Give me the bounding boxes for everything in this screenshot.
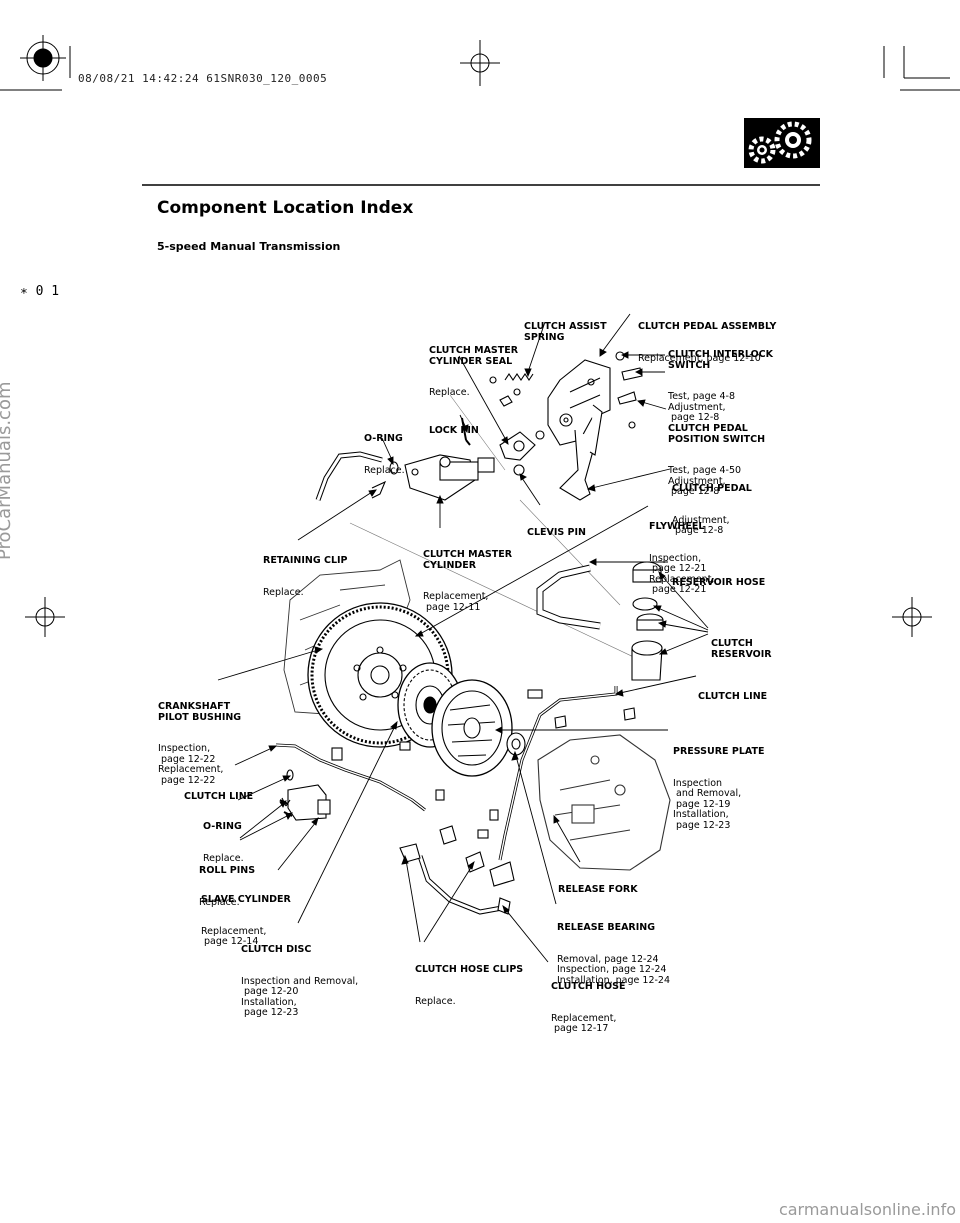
- registration-mark-top-right: [883, 46, 960, 91]
- label-crankshaft-pilot-bushing: CRANKSHAFT PILOT BUSHING Inspection, pag…: [158, 701, 242, 786]
- clutch-pedal-assembly-part: [489, 351, 643, 501]
- slave-cylinder-part: [281, 784, 331, 821]
- label-pressure-plate: PRESSURE PLATE Inspection and Removal, p…: [673, 746, 765, 831]
- transmission-housing-part: [537, 734, 671, 871]
- label-clutch-master-cylinder-seal: CLUTCH MASTER CYLINDER SEAL Replace.: [429, 345, 519, 398]
- label-clutch-interlock-switch: CLUTCH INTERLOCK SWITCH Test, page 4-8 A…: [668, 349, 774, 423]
- label-clutch-hose-clips: CLUTCH HOSE CLIPS Replace.: [415, 964, 524, 1007]
- registration-mark-right-middle: [892, 597, 932, 637]
- side-watermark: ProCarManuals.com: [0, 381, 15, 560]
- label-clutch-assist-spring: CLUTCH ASSIST SPRING: [524, 321, 607, 343]
- label-clutch-reservoir: CLUTCH RESERVOIR: [711, 638, 772, 660]
- label-clutch-line-left: CLUTCH LINE: [184, 791, 254, 802]
- label-clutch-master-cylinder: CLUTCH MASTER CYLINDER Replacement, page…: [423, 549, 513, 613]
- clutch-assist-spring-part: [504, 373, 534, 381]
- label-flywheel: FLYWHEEL Inspection, page 12-21 Replacem…: [649, 521, 715, 595]
- registration-mark-left-middle: [25, 597, 65, 637]
- exploded-diagram: [275, 351, 671, 915]
- label-o-ring-bottom: O-RING Replace.: [203, 821, 244, 864]
- label-lock-pin: LOCK PIN: [429, 425, 479, 436]
- label-slave-cylinder: SLAVE CYLINDER Replacement, page 12-14: [201, 894, 291, 947]
- label-clutch-pedal: CLUTCH PEDAL Adjustment, page 12-8: [672, 483, 752, 536]
- label-clevis-pin: CLEVIS PIN: [527, 527, 586, 538]
- label-clutch-pedal-assembly: CLUTCH PEDAL ASSEMBLY Replacement, page …: [638, 321, 777, 364]
- label-clutch-pedal-position-switch: CLUTCH PEDAL POSITION SWITCH Test, page …: [668, 423, 766, 497]
- footer-watermark: carmanualsonline.info: [778, 1200, 956, 1219]
- label-release-fork: RELEASE FORK: [558, 884, 638, 895]
- label-clutch-line-right: CLUTCH LINE: [698, 691, 768, 702]
- gear-logo-icon: [744, 118, 820, 168]
- leader-lines: [217, 313, 709, 963]
- pressure-plate-part: [431, 679, 513, 777]
- label-roll-pins: ROLL PINS Replace.: [199, 865, 256, 908]
- label-clutch-hose: CLUTCH HOSE Replacement, page 12-17: [551, 981, 626, 1034]
- page-marker: ∗ 0 1: [20, 284, 60, 299]
- label-retaining-clip: RETAINING CLIP Replace.: [263, 555, 348, 598]
- label-reservoir-hose: RESERVOIR HOSE: [672, 577, 766, 588]
- print-stamp: 08/08/21 14:42:24 61SNR030_120_0005: [78, 72, 328, 85]
- clutch-reservoir-part: [631, 561, 664, 681]
- page-title: Component Location Index: [157, 198, 414, 218]
- label-release-bearing: RELEASE BEARING Removal, page 12-24 Insp…: [557, 922, 671, 986]
- page-subtitle: 5-speed Manual Transmission: [157, 240, 341, 253]
- registration-mark-top-left: [0, 35, 71, 91]
- clutch-master-cylinder-part: [404, 454, 495, 501]
- label-clutch-disc: CLUTCH DISC Inspection and Removal, page…: [241, 944, 359, 1018]
- registration-mark-top-center: [460, 40, 500, 86]
- label-o-ring-top: O-RING Replace.: [364, 433, 405, 476]
